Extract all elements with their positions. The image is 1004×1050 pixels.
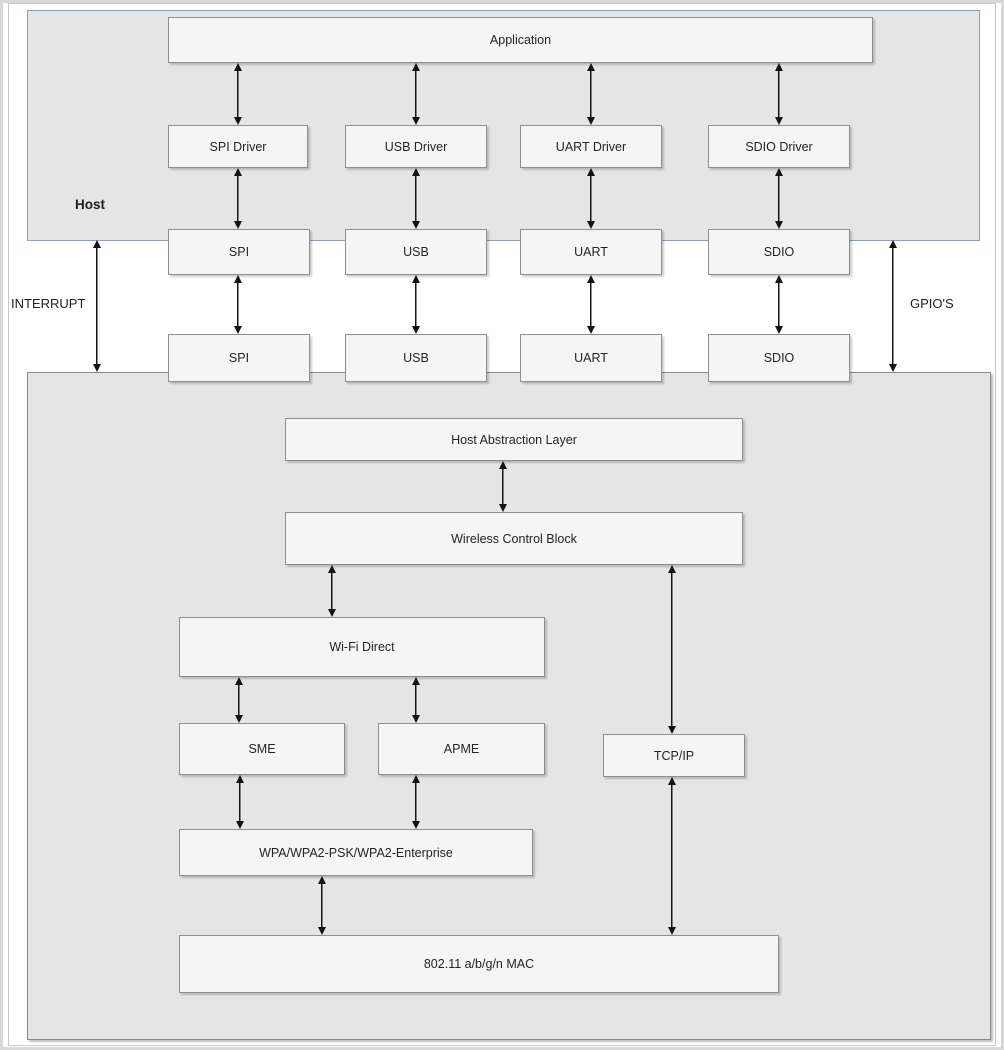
arrow-usb-driver-usb (411, 168, 421, 229)
arrow-sme-wpa (235, 775, 245, 829)
arrow-apme-wpa (411, 775, 421, 829)
arrow-tcpip-mac (667, 777, 677, 935)
box-device-uart: UART (520, 334, 662, 382)
host-label: Host (75, 197, 105, 212)
box-application: Application (168, 17, 873, 63)
box-sme: SME (179, 723, 345, 775)
arrow-hal-wcb (498, 461, 508, 512)
arrow-wcb-wifi-direct (327, 565, 337, 617)
arrow-sdio-driver-sdio (774, 168, 784, 229)
box-mac: 802.11 a/b/g/n MAC (179, 935, 779, 993)
arrow-host-uart-device-uart (586, 275, 596, 334)
box-sdio-driver: SDIO Driver (708, 125, 850, 168)
box-wireless-control-block: Wireless Control Block (285, 512, 743, 565)
box-host-uart: UART (520, 229, 662, 275)
box-device-spi: SPI (168, 334, 310, 382)
arrow-uart-driver-uart (586, 168, 596, 229)
arrow-gpios (888, 240, 898, 372)
box-device-usb: USB (345, 334, 487, 382)
arrow-application-sdio-driver (774, 63, 784, 125)
box-host-spi: SPI (168, 229, 310, 275)
box-wifi-direct: Wi-Fi Direct (179, 617, 545, 677)
box-device-sdio: SDIO (708, 334, 850, 382)
arrow-wcb-tcpip (667, 565, 677, 734)
arrow-application-uart-driver (586, 63, 596, 125)
box-wpa: WPA/WPA2-PSK/WPA2-Enterprise (179, 829, 533, 876)
box-spi-driver: SPI Driver (168, 125, 308, 168)
arrow-host-sdio-device-sdio (774, 275, 784, 334)
arrow-interrupt (92, 240, 102, 372)
box-uart-driver: UART Driver (520, 125, 662, 168)
arrow-wifi-direct-apme (411, 677, 421, 723)
box-host-usb: USB (345, 229, 487, 275)
arrow-host-usb-device-usb (411, 275, 421, 334)
interrupt-label: INTERRUPT (11, 296, 86, 311)
arrow-host-spi-device-spi (233, 275, 243, 334)
arrow-application-spi-driver (233, 63, 243, 125)
box-host-sdio: SDIO (708, 229, 850, 275)
box-usb-driver: USB Driver (345, 125, 487, 168)
arrow-wifi-direct-sme (234, 677, 244, 723)
device-container (27, 372, 991, 1040)
arrow-application-usb-driver (411, 63, 421, 125)
arrow-wpa-mac (317, 876, 327, 935)
gpios-label: GPIO'S (910, 296, 954, 311)
box-host-abstraction-layer: Host Abstraction Layer (285, 418, 743, 461)
box-tcpip: TCP/IP (603, 734, 745, 777)
box-apme: APME (378, 723, 545, 775)
arrow-spi-driver-spi (233, 168, 243, 229)
